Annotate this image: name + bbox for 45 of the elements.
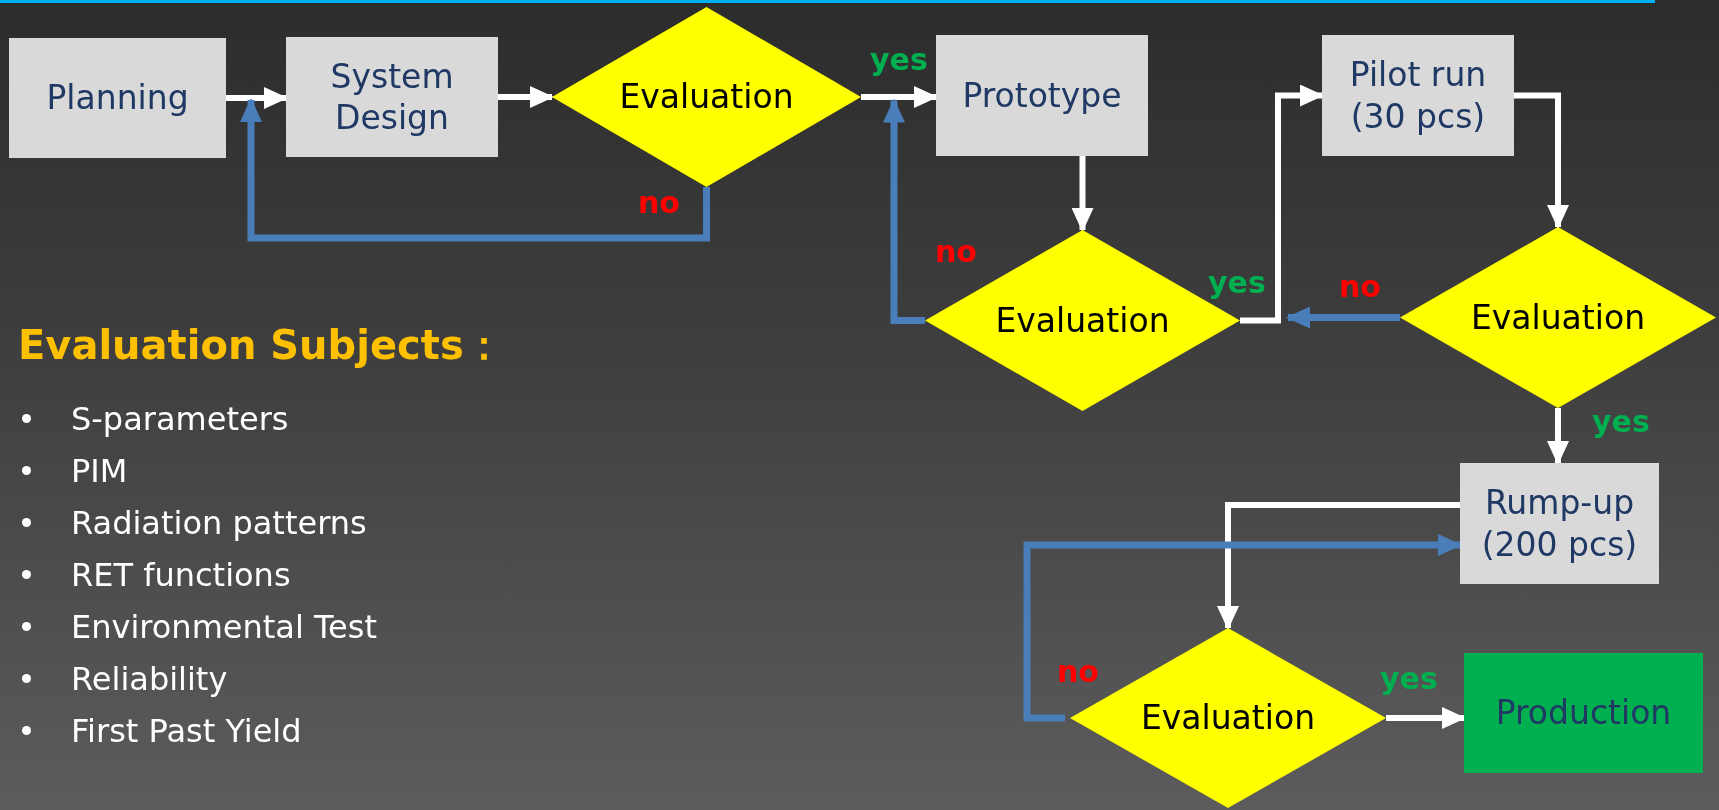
- list-item: Reliability: [71, 659, 228, 698]
- step-label: Rump-up (200 pcs): [1480, 482, 1639, 565]
- edge-label: yes: [870, 45, 928, 75]
- arrow: [1386, 707, 1466, 729]
- edge-label: no: [638, 188, 680, 218]
- arrow: [1023, 534, 1462, 722]
- arrow: [498, 86, 554, 108]
- arrow: [1240, 84, 1324, 324]
- arrow: [1547, 408, 1569, 465]
- arrow: [1071, 156, 1094, 232]
- step-label: Prototype: [962, 74, 1122, 117]
- process-box: [286, 37, 498, 157]
- arrow: [240, 98, 710, 242]
- arrow: [1217, 502, 1460, 630]
- edge-label: yes: [1208, 268, 1266, 298]
- process-box: [936, 35, 1148, 156]
- arrow: [883, 98, 925, 324]
- list-item: PIM: [71, 451, 128, 490]
- step-label: System Design: [329, 55, 455, 139]
- step-label: Pilot run (30 pcs): [1348, 54, 1488, 137]
- process-box: [9, 38, 226, 158]
- step-label: Evaluation: [995, 299, 1170, 342]
- list-item: Environmental Test: [71, 607, 377, 646]
- arrow: [1514, 92, 1569, 229]
- step-label: Evaluation: [619, 76, 794, 118]
- step-label: Evaluation: [1470, 296, 1646, 339]
- step-label: Planning: [46, 77, 189, 119]
- list-item: First Past Yield: [71, 711, 302, 750]
- process-box: [1464, 653, 1703, 773]
- edge-label: yes: [1380, 664, 1438, 694]
- step-label: Production: [1495, 692, 1672, 734]
- edge-label: yes: [1592, 407, 1650, 437]
- list-item: RET functions: [71, 555, 291, 594]
- arrow: [226, 87, 288, 109]
- step-label: Evaluation: [1140, 697, 1316, 739]
- edge-label: no: [935, 237, 977, 267]
- arrow: [1286, 306, 1400, 329]
- section-heading: Evaluation Subjects：: [18, 321, 504, 370]
- process-box: [1322, 35, 1514, 156]
- list-item: Radiation patterns: [71, 503, 367, 542]
- edge-label: no: [1057, 657, 1099, 687]
- list-item: S-parameters: [71, 399, 289, 438]
- edge-label: no: [1339, 272, 1381, 302]
- arrow: [861, 86, 938, 108]
- process-box: [1460, 463, 1659, 584]
